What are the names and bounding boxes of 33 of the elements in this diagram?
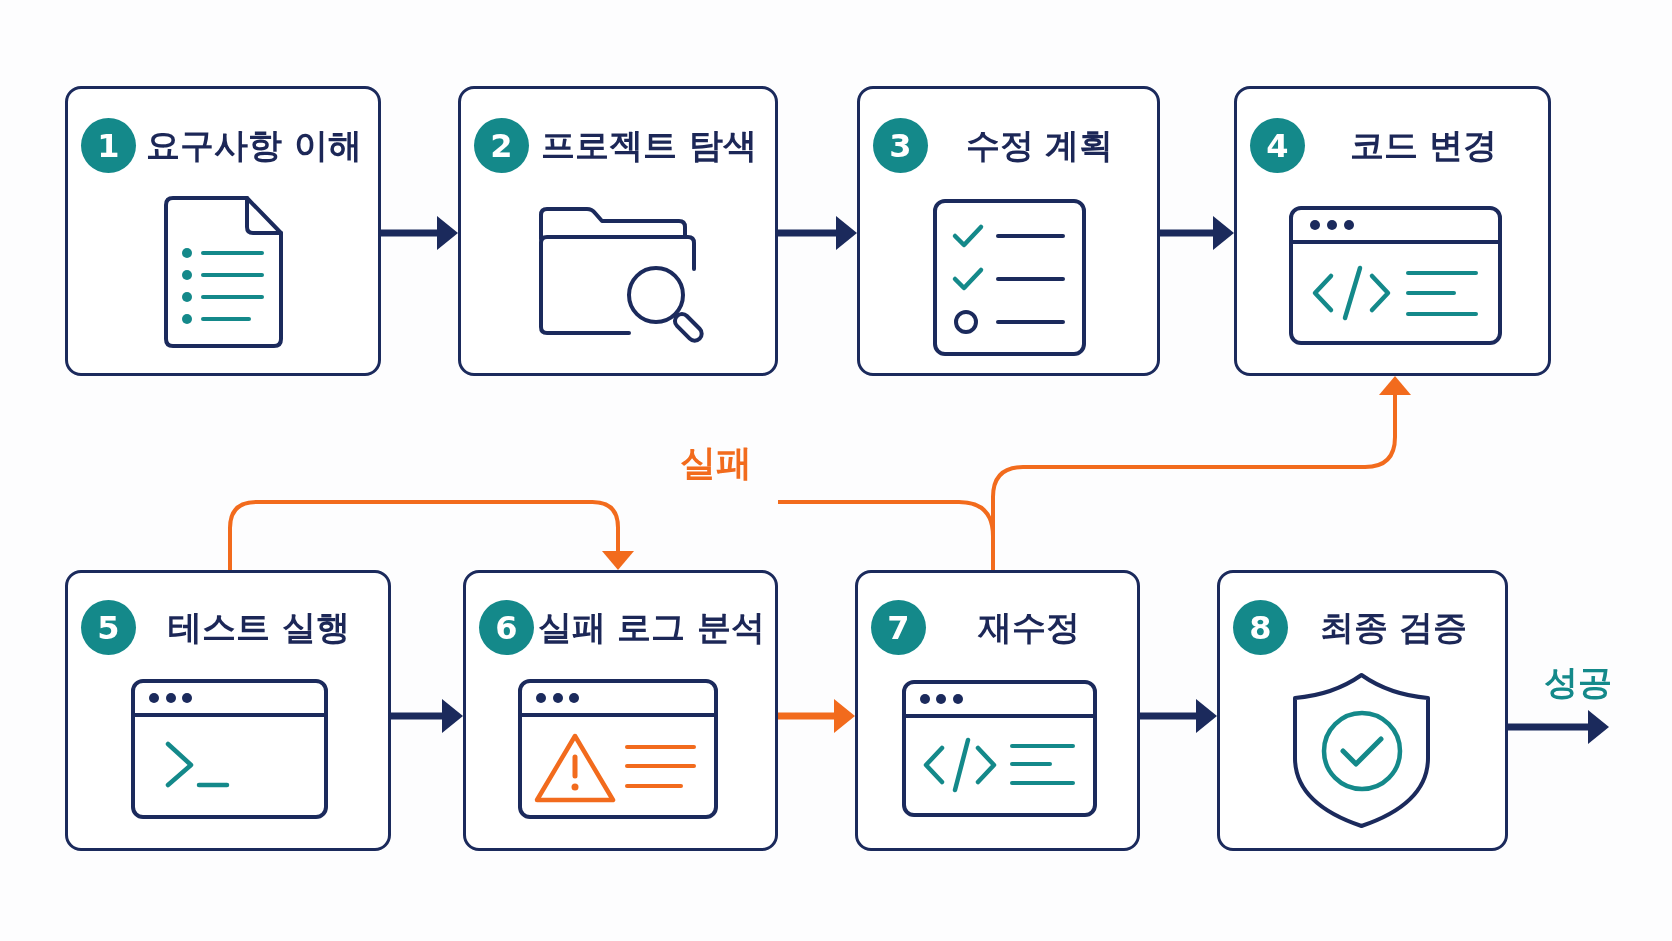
step-title: 테스트 실행 bbox=[168, 607, 350, 648]
step-card bbox=[458, 86, 778, 376]
step-number-badge: 5 bbox=[81, 600, 136, 655]
step-card bbox=[857, 86, 1160, 376]
arrow bbox=[228, 500, 634, 570]
step-title: 요구사항 이해 bbox=[146, 125, 362, 166]
step-title: 수정 계획 bbox=[965, 125, 1114, 166]
step-card bbox=[855, 570, 1140, 851]
step-number-badge: 1 bbox=[81, 118, 136, 173]
step-card bbox=[1217, 570, 1508, 851]
step-number-badge: 7 bbox=[871, 600, 926, 655]
arrow bbox=[1508, 710, 1609, 744]
arrow bbox=[391, 699, 463, 733]
step-number-badge: 4 bbox=[1250, 118, 1305, 173]
step-card bbox=[463, 570, 778, 851]
step-number-badge: 6 bbox=[479, 600, 534, 655]
arrow bbox=[381, 216, 458, 250]
step-card bbox=[65, 86, 381, 376]
arrow bbox=[1160, 216, 1234, 250]
step-title: 프로젝트 탐색 bbox=[541, 125, 757, 166]
step-title: 코드 변경 bbox=[1349, 125, 1498, 166]
step-card bbox=[1234, 86, 1551, 376]
step-card bbox=[65, 570, 391, 851]
arrow bbox=[991, 376, 1411, 570]
step-title: 재수정 bbox=[977, 607, 1080, 648]
step-title: 최종 검증 bbox=[1319, 607, 1468, 648]
step-number-badge: 8 bbox=[1233, 600, 1288, 655]
step-title: 실패 로그 분석 bbox=[537, 607, 766, 648]
step-number-badge: 3 bbox=[873, 118, 928, 173]
arrow bbox=[778, 216, 857, 250]
arrow bbox=[1140, 699, 1217, 733]
arrow bbox=[778, 699, 855, 733]
step-number-badge: 2 bbox=[474, 118, 529, 173]
